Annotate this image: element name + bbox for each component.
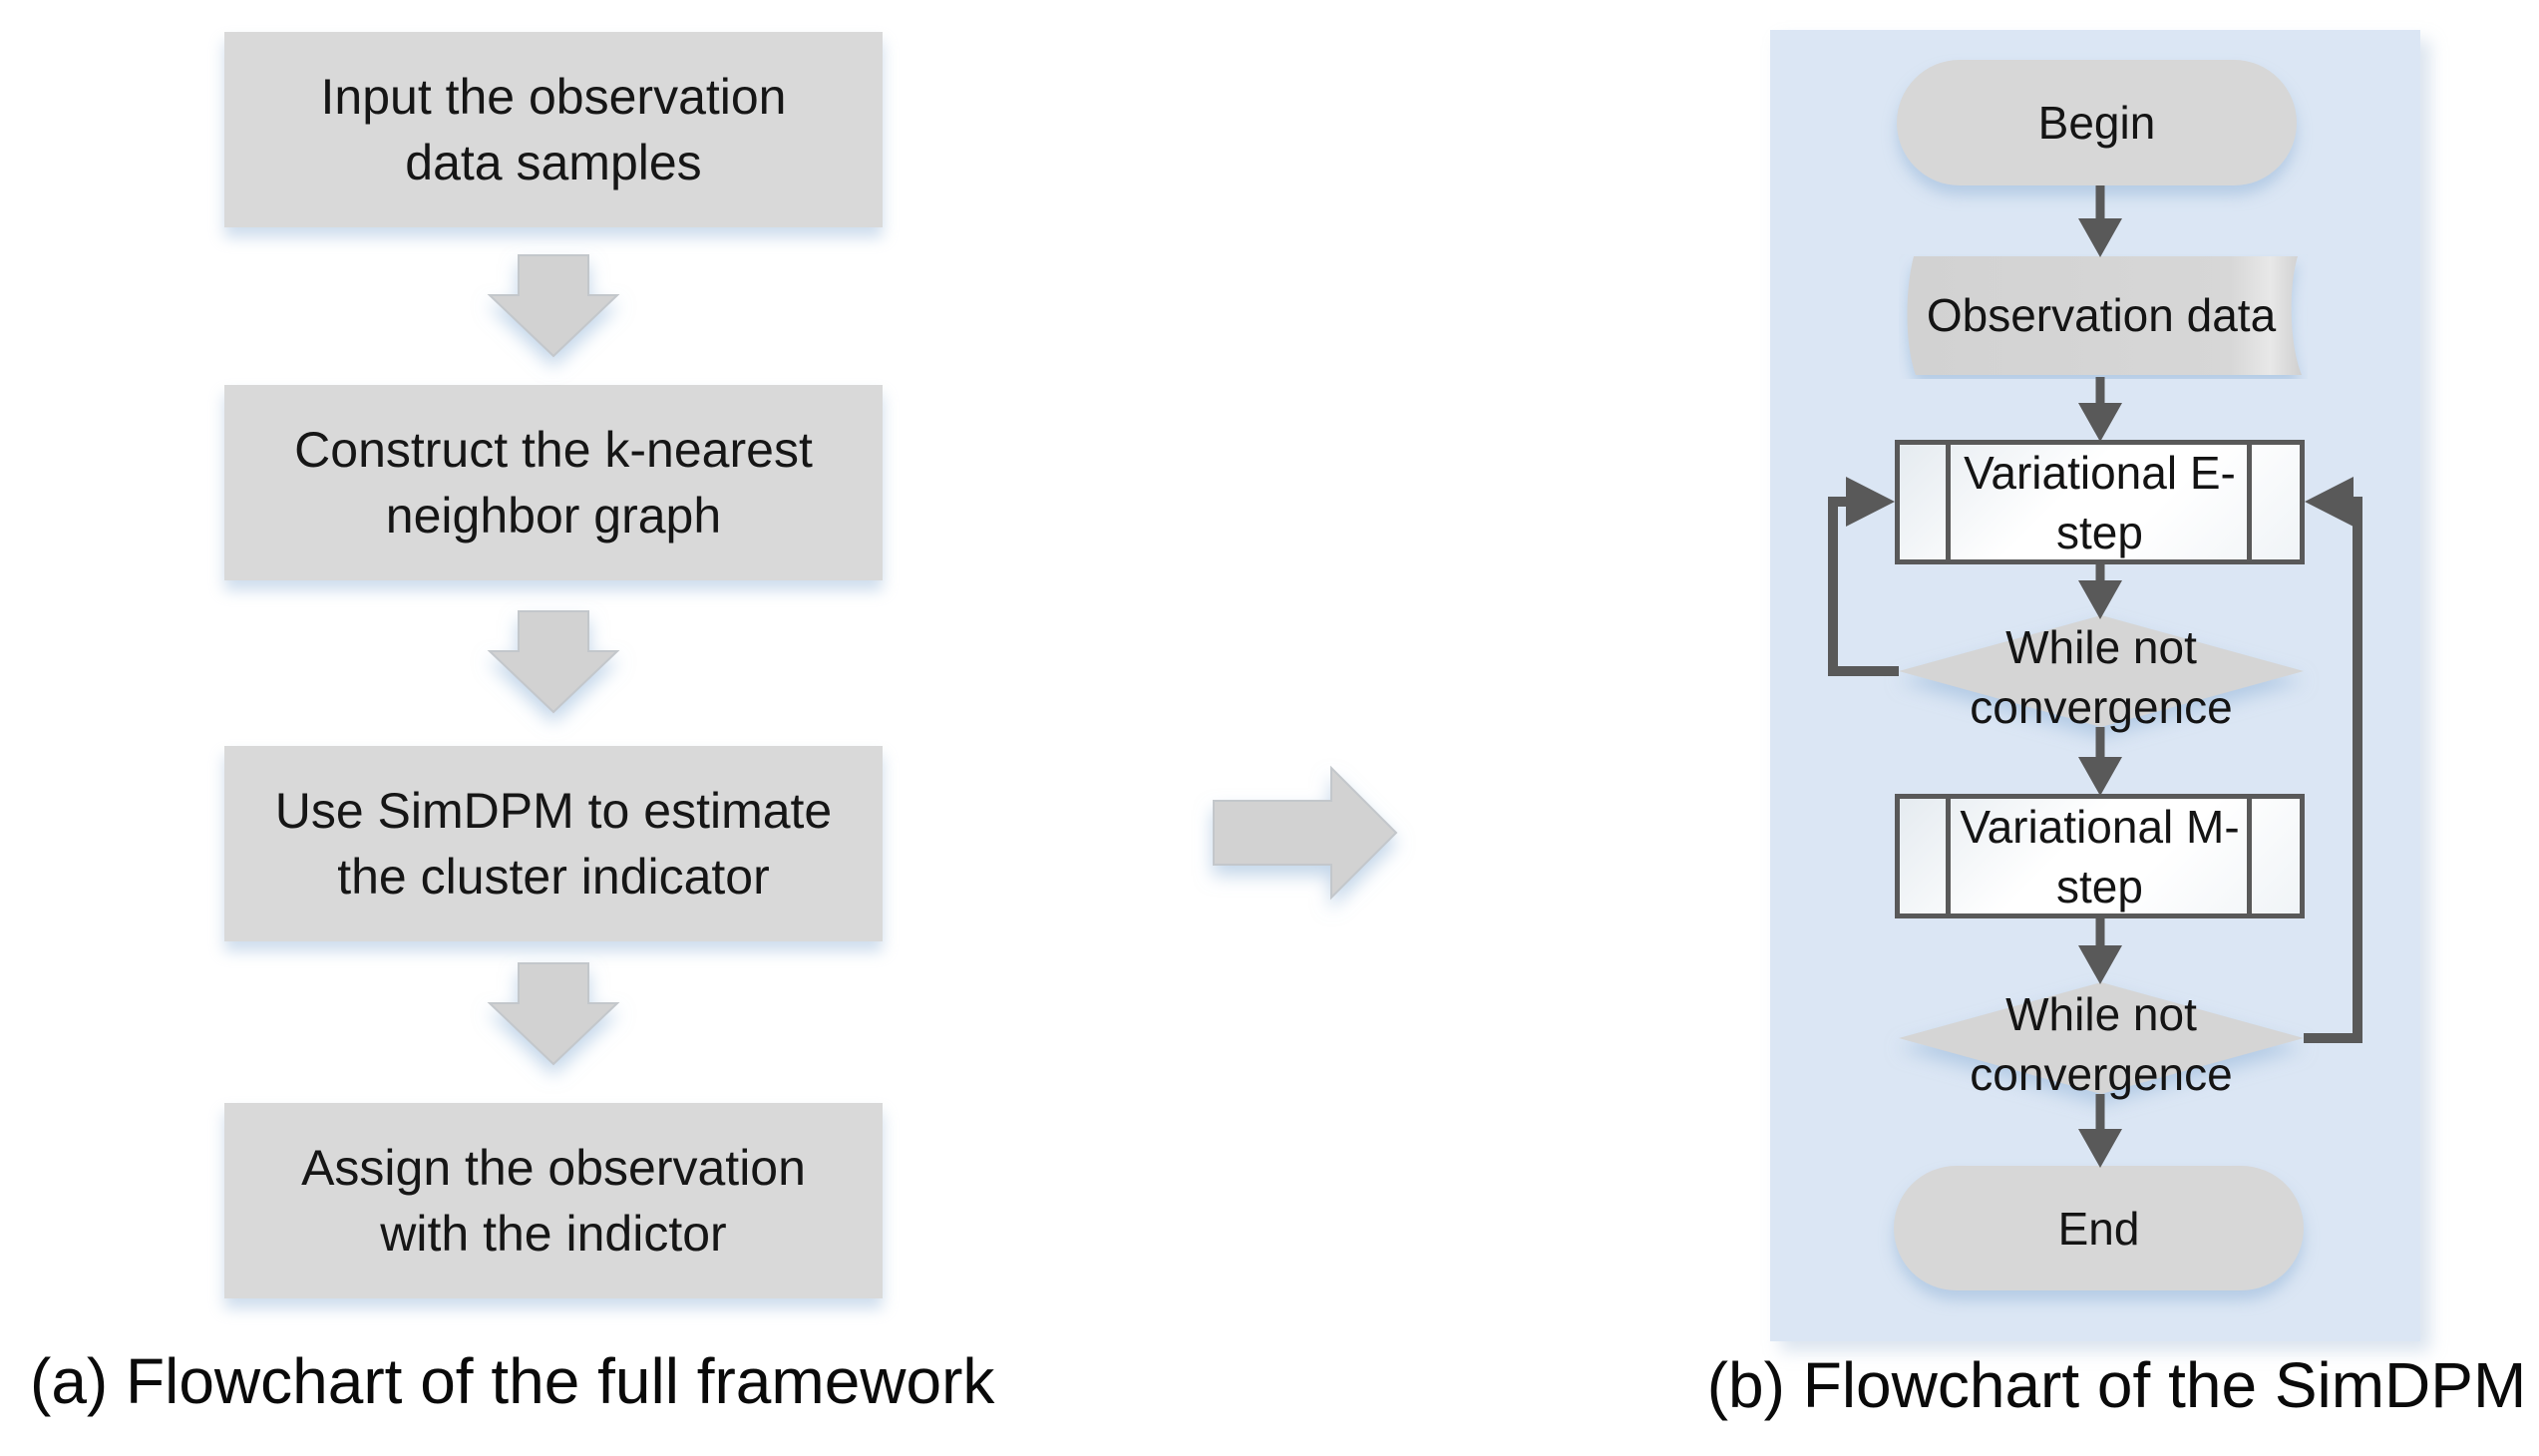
node-assign-indicator: Assign the observation with the indictor xyxy=(224,1103,883,1298)
block-arrow-right-main xyxy=(1213,765,1398,901)
inner-bar-left xyxy=(1946,799,1951,913)
inner-bar-right xyxy=(2247,445,2252,559)
node-while-1-shape xyxy=(1899,615,2304,727)
node-label: Construct the k-nearest neighbor graph xyxy=(294,422,813,544)
node-end-shape xyxy=(1894,1166,2304,1290)
node-m-step-shape xyxy=(1895,794,2305,918)
node-begin-shape xyxy=(1897,60,2297,185)
node-label: Assign the observation with the indictor xyxy=(301,1140,806,1262)
node-simdpm-estimate: Use SimDPM to estimate the cluster indic… xyxy=(224,746,883,941)
block-arrow-down-2 xyxy=(487,610,620,714)
inner-bar-right xyxy=(2247,799,2252,913)
inner-bar-left xyxy=(1946,445,1951,559)
block-arrow-down-3 xyxy=(487,962,620,1066)
block-arrow-down-1 xyxy=(487,254,620,358)
node-label: Input the observation data samples xyxy=(320,69,787,190)
caption-a: (a) Flowchart of the full framework xyxy=(30,1345,995,1417)
diamond-fill xyxy=(1899,615,2304,727)
node-input-data: Input the observation data samples xyxy=(224,32,883,227)
node-while-2-shape xyxy=(1899,982,2304,1094)
caption-b: (b) Flowchart of the SimDPM xyxy=(1706,1349,2527,1421)
node-observation-shape xyxy=(1907,256,2302,375)
node-label: Use SimDPM to estimate the cluster indic… xyxy=(274,783,833,905)
diamond-fill xyxy=(1899,982,2304,1094)
node-knn-graph: Construct the k-nearest neighbor graph xyxy=(224,385,883,580)
node-e-step-shape xyxy=(1895,440,2305,564)
